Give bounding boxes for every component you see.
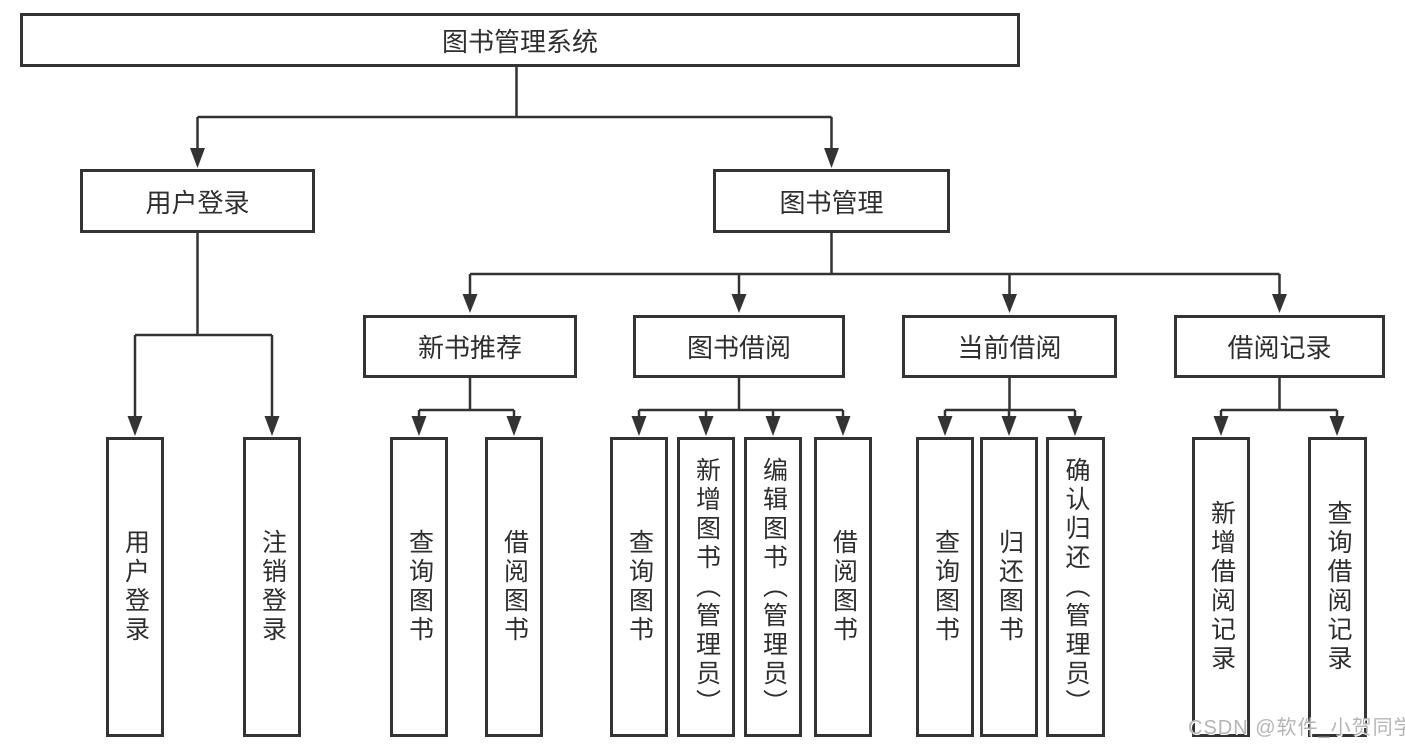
arrow-down-icon [127,416,143,436]
arrow-down-icon [937,416,953,436]
arrow-down-icon [631,416,647,436]
leaf-confirm-return-admin: 确认归还（管理员） [1046,437,1105,737]
arrow-down-icon [411,416,427,436]
node-label: 借阅图书 [500,529,529,645]
node-label: 新增借阅记录 [1207,500,1236,674]
node-label: 图书管理 [779,187,884,218]
node-label: 查询图书 [931,529,960,645]
csdn-watermark: CSDN @软件_小贺同学 [1188,717,1405,739]
arrow-down-icon [765,416,781,436]
arrow-down-icon [506,416,522,436]
leaf-return-book: 归还图书 [980,437,1038,737]
leaf-add-borrow-record: 新增借阅记录 [1192,437,1250,737]
leaf-add-book-admin: 新增图书（管理员） [677,437,735,737]
node-user-login-module: 用户登录 [80,169,315,233]
node-label: 借阅图书 [829,529,858,645]
node-label: 新书推荐 [417,333,522,363]
node-label: 查询图书 [405,529,434,645]
node-current-borrowing: 当前借阅 [902,315,1117,378]
node-root-system: 图书管理系统 [20,13,1020,67]
arrow-down-icon [698,416,714,436]
leaf-logout: 注销登录 [243,437,301,737]
node-label: 当前借阅 [957,333,1062,363]
arrow-down-icon [264,416,280,436]
arrow-down-icon [1213,416,1229,436]
leaf-borrow-books-recommend: 借阅图书 [485,437,543,737]
node-label: 编辑图书（管理员） [759,456,788,718]
node-label: 借阅记录 [1227,333,1332,363]
node-book-management-module: 图书管理 [713,169,950,233]
leaf-borrow-books: 借阅图书 [814,437,872,737]
node-new-book-recommend: 新书推荐 [363,315,577,378]
node-label: 用户登录 [121,529,150,645]
leaf-edit-book-admin: 编辑图书（管理员） [744,437,802,737]
node-book-borrowing: 图书借阅 [633,315,845,378]
leaf-query-borrow-record: 查询借阅记录 [1308,437,1367,737]
arrow-down-icon [190,148,205,168]
node-label: 用户登录 [145,187,250,218]
node-label: 确认归还（管理员） [1062,456,1090,718]
node-label: 新增图书（管理员） [692,456,721,718]
node-label: 图书借阅 [686,333,791,363]
arrow-down-icon [1067,416,1083,436]
connector-path [133,67,1339,418]
leaf-query-books-borrow: 查询图书 [610,437,668,737]
arrow-down-icon [1272,294,1287,313]
arrow-down-icon [1329,416,1345,436]
leaf-query-books-current: 查询图书 [916,437,974,737]
arrow-down-icon [824,148,839,168]
node-label: 注销登录 [258,529,287,645]
node-label: 查询图书 [625,529,654,645]
arrow-down-icon [1001,416,1017,436]
arrow-down-icon [1002,294,1017,313]
node-label: 归还图书 [995,529,1024,645]
node-label: 查询借阅记录 [1324,500,1352,674]
node-label: 图书管理系统 [441,26,598,57]
arrow-down-icon [731,294,747,313]
leaf-user-login: 用户登录 [106,437,164,737]
arrow-down-icon [462,294,478,313]
arrow-down-icon [835,416,851,436]
arrow-down-heads [127,148,1345,436]
leaf-query-books-recommend: 查询图书 [390,437,448,737]
node-borrowing-records: 借阅记录 [1174,315,1385,378]
